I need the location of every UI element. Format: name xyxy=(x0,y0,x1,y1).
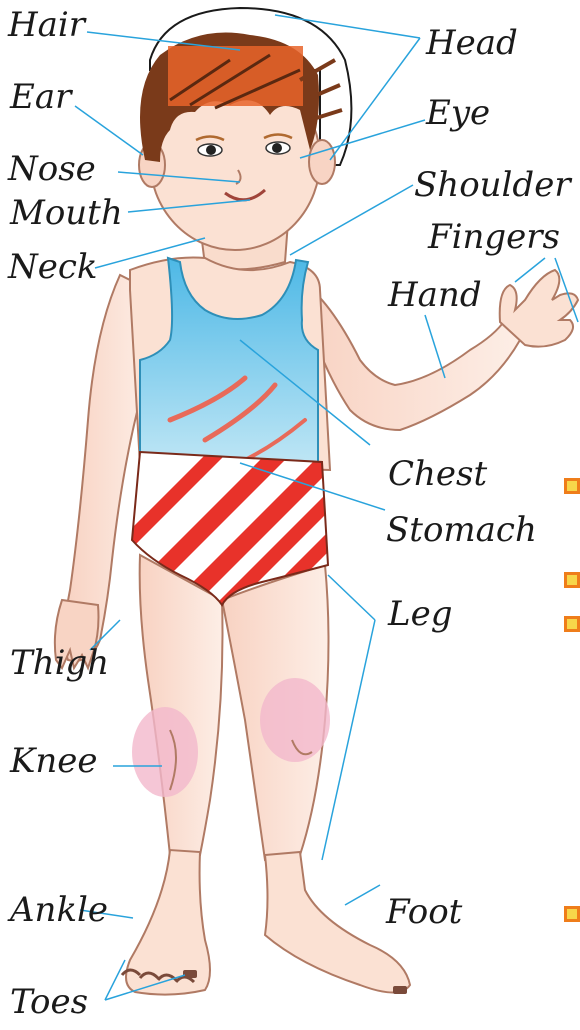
left-knee xyxy=(132,707,198,797)
label-fingers: Fingers xyxy=(428,220,560,254)
label-foot: Foot xyxy=(386,895,462,929)
label-chest: Chest xyxy=(388,457,487,491)
label-leg: Leg xyxy=(388,597,452,631)
label-shoulder: Shoulder xyxy=(414,168,571,202)
label-mouth: Mouth xyxy=(10,196,123,230)
label-knee: Knee xyxy=(10,744,98,778)
label-stomach: Stomach xyxy=(386,513,537,547)
label-thigh: Thigh xyxy=(10,646,109,680)
left-leg xyxy=(140,555,223,855)
label-eye: Eye xyxy=(426,96,490,130)
label-neck: Neck xyxy=(8,250,98,284)
label-head: Head xyxy=(426,26,518,60)
right-knee xyxy=(260,678,330,762)
label-nose: Nose xyxy=(8,152,96,186)
label-hand: Hand xyxy=(388,278,482,312)
right-ear xyxy=(309,140,335,184)
label-hair: Hair xyxy=(8,8,85,42)
label-ear: Ear xyxy=(10,80,71,114)
bullet-marker xyxy=(564,478,580,494)
label-toes: Toes xyxy=(10,985,88,1019)
bullet-marker xyxy=(564,572,580,588)
bullet-marker xyxy=(564,616,580,632)
bullet-marker xyxy=(564,906,580,922)
label-ankle: Ankle xyxy=(10,893,108,927)
